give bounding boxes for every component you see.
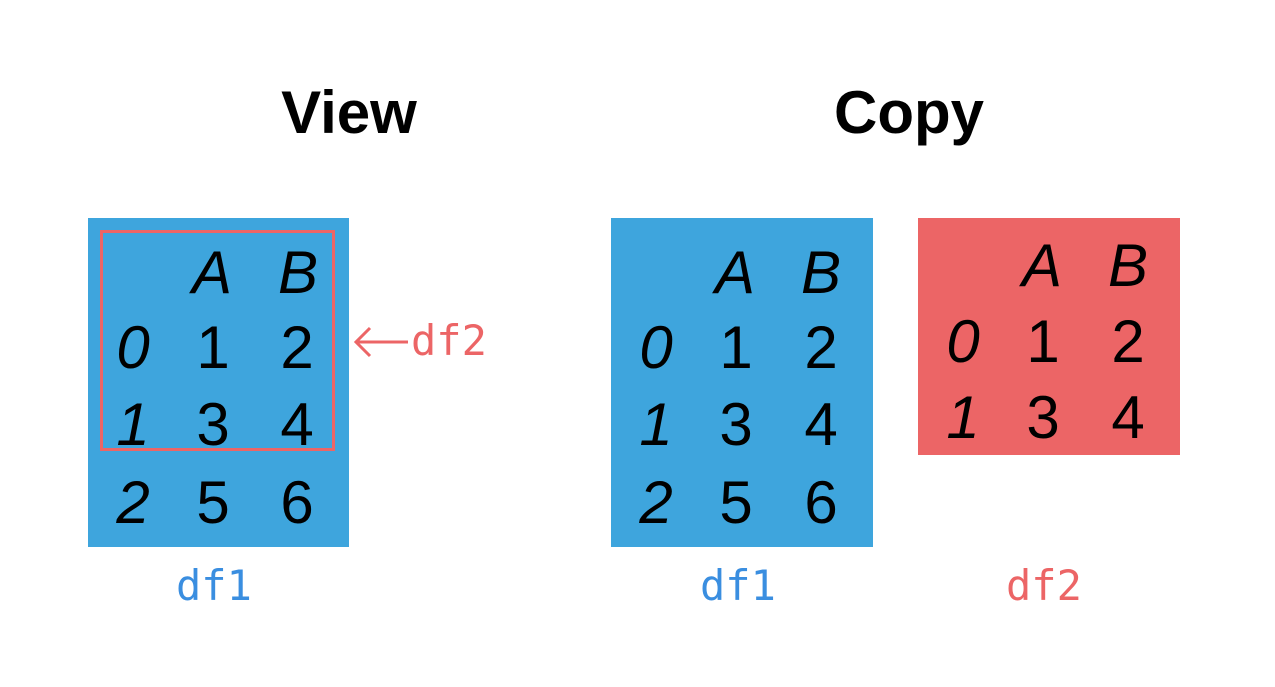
copy-df2-table: A B 0 1 2 1 3 4 [918,218,1180,455]
table-cell: 6 [280,469,314,536]
table-cell: 4 [280,391,314,458]
row-index: 1 [946,384,980,451]
copy-df1-label: df1 [700,561,776,610]
table-cell: 4 [804,391,838,458]
row-index: 0 [116,314,150,381]
table-cell: 5 [719,469,753,536]
table-cell: 2 [1111,308,1145,375]
column-header-a: A [714,239,756,306]
column-header-a: A [191,239,233,306]
copy-df1-table: A B 0 1 2 1 3 4 2 5 6 [611,218,873,547]
row-index: 0 [639,314,673,381]
row-index: 1 [116,391,150,458]
table-cell: 4 [1111,384,1145,451]
table-cell: 1 [719,314,753,381]
row-index: 0 [946,308,980,375]
column-header-b: B [1107,232,1149,299]
table-cell: 5 [196,469,230,536]
row-index: 2 [639,469,673,536]
table-cell: 2 [280,314,314,381]
table-cell: 2 [804,314,838,381]
view-heading: View [281,79,417,146]
table-cell: 3 [1026,384,1060,451]
table-cell: 1 [196,314,230,381]
column-header-b: B [800,239,842,306]
view-df1-table: A B 0 1 2 1 3 4 2 5 6 [88,218,349,547]
table-cell: 6 [804,469,838,536]
table-cell: 3 [719,391,753,458]
row-index: 2 [116,469,150,536]
table-cell: 3 [196,391,230,458]
left-arrow-icon [353,326,408,358]
column-header-a: A [1021,232,1063,299]
view-df2-label: df2 [411,316,487,365]
view-df1-label: df1 [176,561,252,610]
copy-heading: Copy [834,79,984,146]
column-header-b: B [277,239,319,306]
view-df2-highlight-frame [100,230,335,451]
table-cell: 1 [1026,308,1060,375]
copy-df2-label: df2 [1006,561,1082,610]
row-index: 1 [639,391,673,458]
